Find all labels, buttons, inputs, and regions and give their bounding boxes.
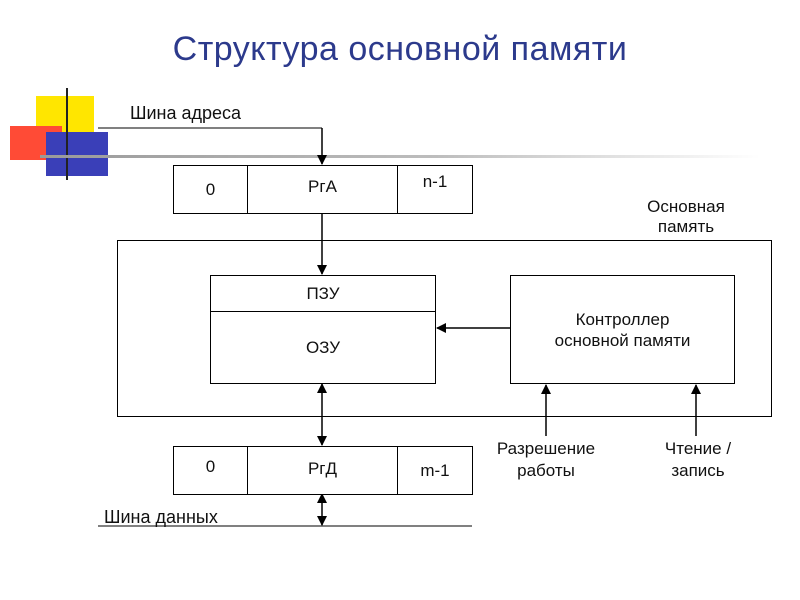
address-bus-label: Шина адреса bbox=[130, 103, 242, 123]
main-memory-block bbox=[117, 240, 772, 417]
page-title: Структура основной памяти bbox=[172, 30, 628, 68]
data-register: 0 РгД m-1 bbox=[173, 446, 473, 495]
read-write-label: Чтение / запись bbox=[664, 439, 732, 480]
memory-array: ПЗУ ОЗУ bbox=[210, 275, 436, 384]
data-register-bit-0: 0 bbox=[174, 447, 248, 494]
memory-controller: Контроллер основной памяти bbox=[510, 275, 735, 384]
rom-section: ПЗУ bbox=[211, 276, 435, 312]
memory-controller-label: Контроллер основной памяти bbox=[554, 309, 691, 350]
data-bus-label: Шина данных bbox=[104, 507, 218, 527]
address-register-name: РгА bbox=[248, 166, 398, 213]
data-register-bit-m: m-1 bbox=[420, 460, 450, 480]
main-memory-label: Основная память bbox=[647, 197, 725, 236]
data-register-name: РгД bbox=[248, 447, 398, 494]
address-register-bit-n: n-1 bbox=[422, 172, 448, 191]
address-register-bit-0: 0 bbox=[174, 166, 248, 213]
decor-vertical-line bbox=[66, 88, 68, 180]
ram-section: ОЗУ bbox=[305, 337, 341, 357]
decor-blue-square bbox=[46, 132, 108, 176]
decor-horizontal-line bbox=[40, 155, 760, 158]
address-register: 0 РгА n-1 bbox=[173, 165, 473, 214]
enable-label: Разрешение работы bbox=[496, 439, 596, 480]
